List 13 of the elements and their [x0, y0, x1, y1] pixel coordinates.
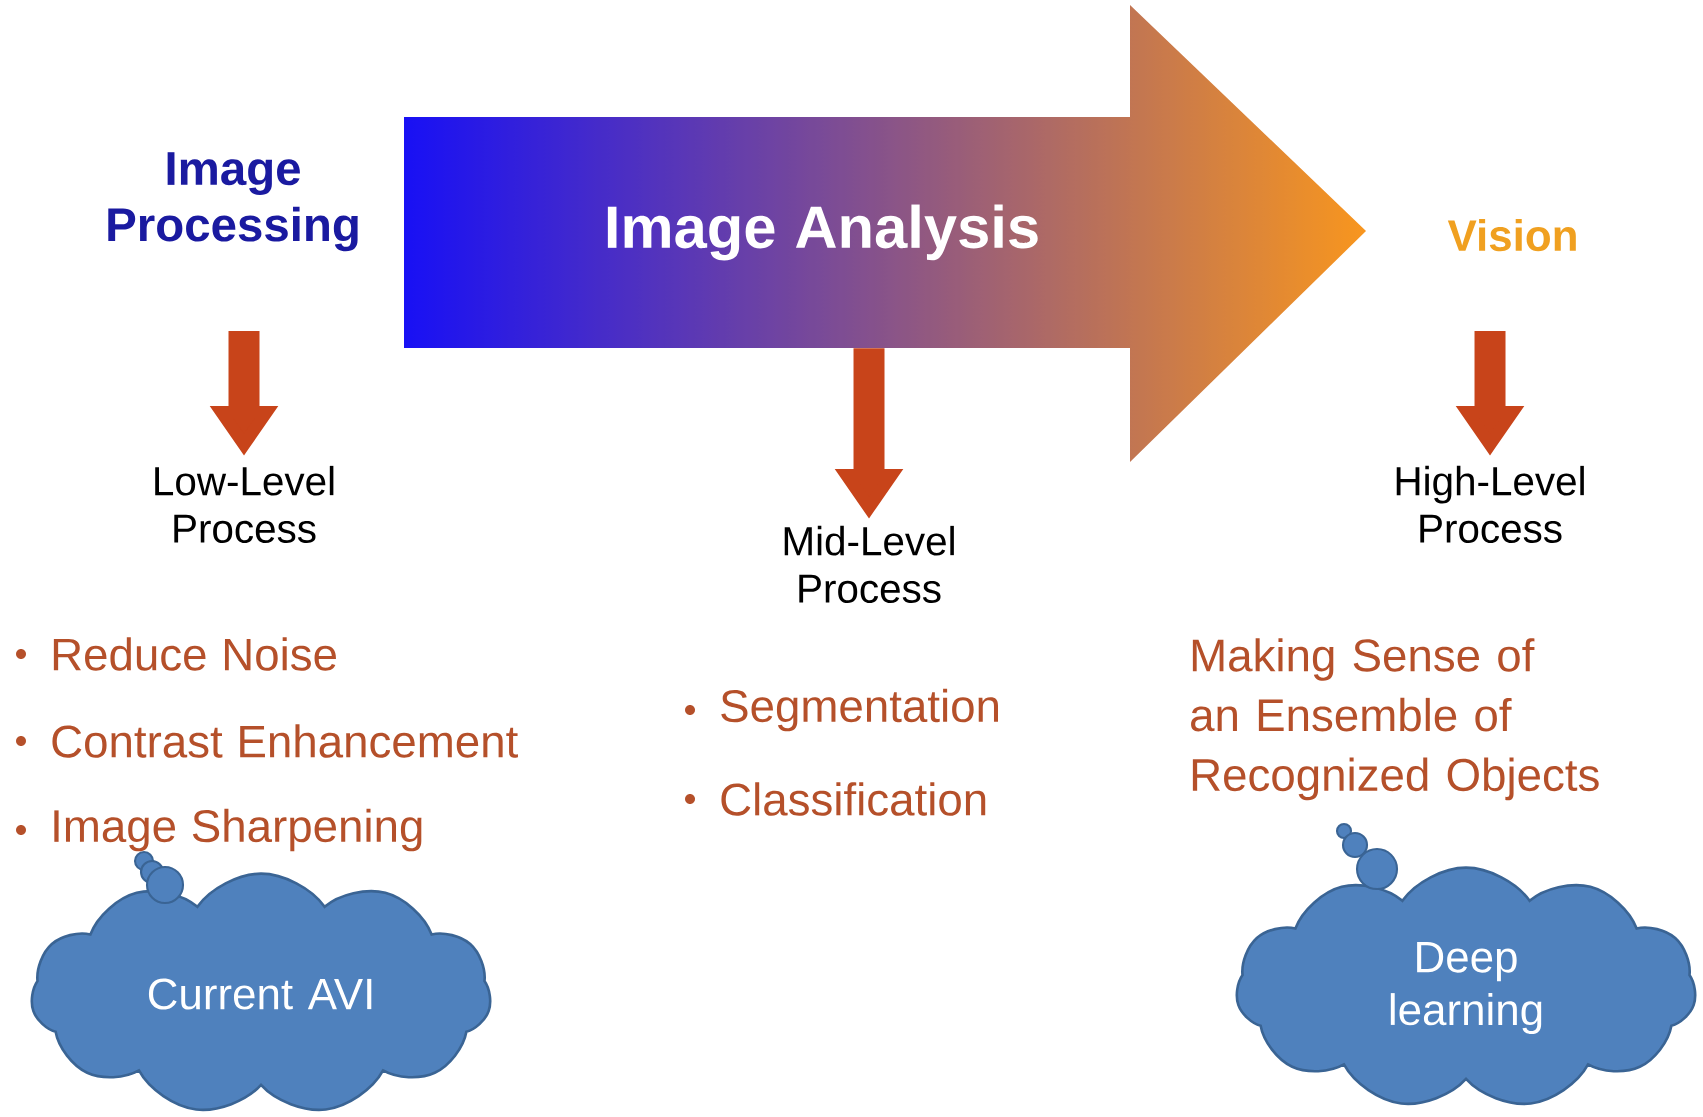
bullet-item: Contrast Enhancement [16, 724, 518, 758]
bullet-item: Image Sharpening [16, 808, 422, 852]
bullet-item: Classification [685, 782, 986, 816]
bullet-item: Segmentation [685, 688, 998, 732]
level-label: Mid-Level Process [784, 525, 954, 603]
heading: Vision [1447, 218, 1576, 252]
block-arrow: Image Analysis [607, 204, 1038, 261]
thought-cloud: Deep learning [1235, 822, 1697, 1106]
bullet-item: Reduce Noise [16, 637, 336, 671]
level-label: Low-Level Process [155, 465, 334, 543]
heading: Image Processing [108, 152, 358, 252]
level-label: High-Level Process [1396, 465, 1584, 543]
description-text: Making Sense of an Ensemble of Recognized Objects [1191, 638, 1599, 801]
